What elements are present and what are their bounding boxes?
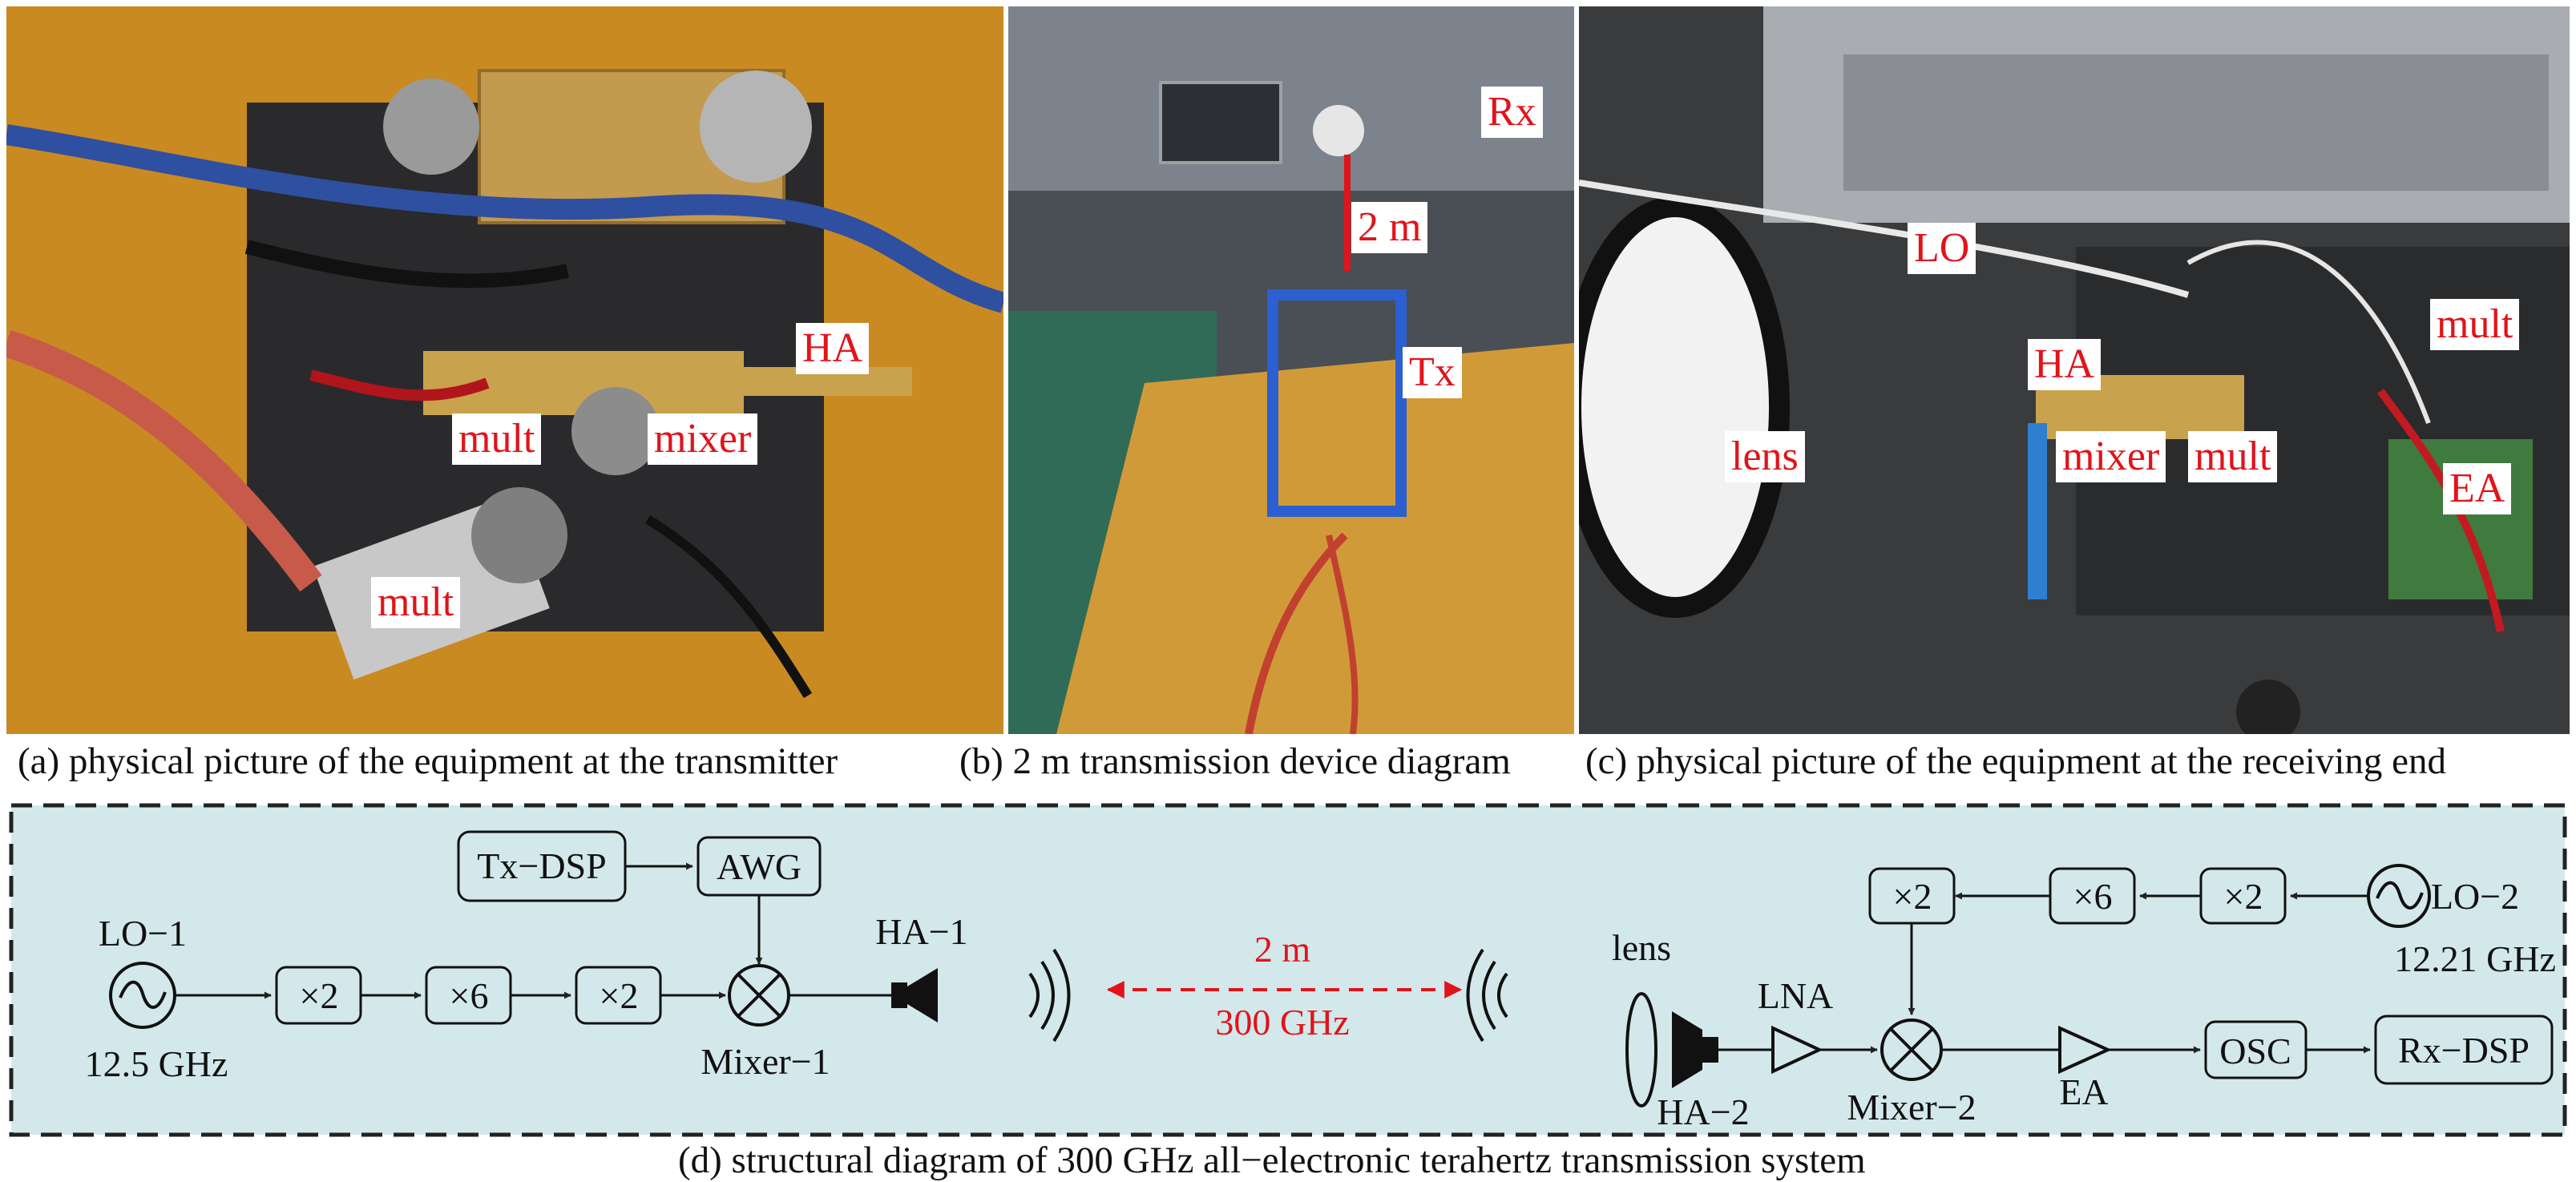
tx-multiplier-x6-label: ×6 (450, 975, 489, 1016)
tx-multiplier-x2-label: ×2 (300, 975, 339, 1016)
rx-multiplier-x2-label: ×2 (2224, 876, 2263, 917)
transmission-photo-image (1008, 6, 1574, 734)
lens-icon (1625, 992, 1657, 1107)
lo1-frequency: 12.5 GHz (85, 1043, 228, 1084)
ea-label: EA (2059, 1071, 2108, 1112)
sine-icon-2 (2376, 881, 2424, 910)
mixer1-label: Mixer−1 (701, 1041, 830, 1082)
rx-multiplier-x2b-label: ×2 (1893, 876, 1932, 917)
label-mult: mult (452, 413, 542, 465)
sine-icon (119, 980, 167, 1009)
rx-dsp-label: Rx−DSP (2398, 1030, 2530, 1071)
rx-radiation-icon (1466, 948, 1508, 1043)
tx-multiplier-x2b-label: ×2 (600, 975, 639, 1016)
label-ha: HA (2028, 339, 2102, 390)
label-mult-2: mult (2188, 431, 2278, 482)
label-lens: lens (1725, 431, 1805, 482)
caption-a: (a) physical picture of the equipment at… (18, 740, 838, 782)
lo2-label: LO−2 (2431, 876, 2519, 917)
ea-amplifier-icon (2058, 1025, 2112, 1075)
link-distance: 2 m (1254, 929, 1311, 970)
lna-label: LNA (1758, 975, 1834, 1016)
tx-radiation-icon (1028, 948, 1071, 1043)
ha1-feed-icon (891, 982, 907, 1008)
lo1-label: LO−1 (99, 913, 187, 954)
label-mult-2: mult (371, 577, 461, 628)
label-mult: mult (2430, 299, 2520, 350)
link-frequency: 300 GHz (1215, 1002, 1349, 1043)
lo2-frequency: 12.21 GHz (2394, 938, 2556, 979)
lna-amplifier-icon (1771, 1025, 1823, 1075)
label-mixer: mixer (648, 413, 758, 465)
ha2-label: HA−2 (1657, 1091, 1749, 1132)
caption-d: (d) structural diagram of 300 GHz all−el… (678, 1140, 1866, 1181)
ha2-horn-icon (1672, 1011, 1702, 1088)
label-ha: HA (796, 323, 870, 374)
ha1-label: HA−1 (875, 911, 967, 952)
label-lo: LO (1908, 223, 1976, 274)
tx-dsp-label: Tx−DSP (477, 845, 606, 886)
photo-receiver: LO HA mult lens mixer mult EA (1579, 6, 2570, 734)
osc-label: OSC (2219, 1031, 2291, 1071)
lens-label: lens (1612, 927, 1671, 968)
label-mixer: mixer (2056, 431, 2166, 482)
rx-multiplier-x6-label: ×6 (2073, 876, 2113, 917)
horn-antenna-icon (907, 968, 938, 1023)
awg-label: AWG (717, 846, 801, 887)
label-rx: Rx (1481, 87, 1543, 138)
label-distance: 2 m (1351, 202, 1428, 253)
mixer2-label: Mixer−2 (1847, 1087, 1976, 1128)
photo-transmission-setup: Rx 2 m Tx (1008, 6, 1574, 734)
rx-dsp-block (2374, 1015, 2554, 1085)
caption-c: (c) physical picture of the equipment at… (1585, 740, 2447, 782)
caption-b: (b) 2 m transmission device diagram (959, 740, 1511, 782)
diagram-panel (9, 803, 2567, 1137)
label-tx: Tx (1403, 347, 1462, 398)
label-ea: EA (2443, 463, 2512, 514)
photo-transmitter: HA mult mixer mult (6, 6, 1003, 734)
ha2-feed-icon (1702, 1037, 1718, 1063)
